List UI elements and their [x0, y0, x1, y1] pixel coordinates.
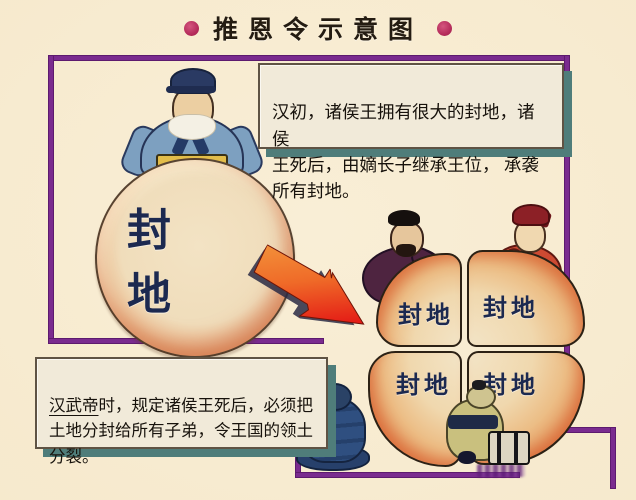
title-right-dot-icon: [437, 20, 452, 36]
king-hat-brim: [166, 86, 216, 93]
frame-right-line: [564, 55, 570, 433]
split-arrow-icon: [243, 233, 380, 350]
treasure-box: [488, 431, 530, 465]
note-han-wudi-text: 时，规定诸侯王死后，必须把 土地分封给所有子弟，令王国的领土 分裂。: [49, 395, 313, 466]
heir-red-hat: [512, 204, 550, 226]
watermark-artifact: [477, 464, 525, 477]
heir-yellow-topknot: [472, 380, 486, 390]
page-title-row: 推恩令示意图: [0, 10, 636, 46]
frame-top-line: [48, 55, 570, 61]
fief-piece-label: 封地: [396, 372, 452, 399]
king-beard: [168, 114, 216, 140]
frame-left-line: [48, 55, 54, 344]
page-title: 推恩令示意图: [212, 17, 423, 44]
big-fief-label: 封 地: [127, 206, 201, 319]
note-han-early-text: 汉初，诸侯王拥有很大的封地，诸侯 王死后，由嫡长子继承王位， 承袭 所有封地。: [272, 102, 539, 201]
frame-step-vertical: [610, 427, 616, 489]
fief-piece-label: 封地: [398, 302, 454, 329]
note-han-early: 汉初，诸侯王拥有很大的封地，诸侯 王死后，由嫡长子继承王位， 承袭 所有封地。: [258, 63, 564, 201]
heir-yellow-foot: [458, 451, 476, 464]
vassal-king-figure: [117, 62, 267, 180]
heir-figure-yellow-back: [432, 380, 530, 475]
heir-elder-hat: [388, 210, 420, 226]
note-han-wudi: 汉武帝时，规定诸侯王死后，必须把 土地分封给所有子弟，令王国的领土 分裂。: [35, 357, 328, 466]
heir-yellow-belt: [448, 415, 498, 429]
fief-piece-label: 封地: [483, 295, 539, 322]
frame-step-horizontal: [564, 427, 616, 433]
title-left-dot-icon: [183, 20, 199, 36]
heir-elder-beard: [396, 244, 416, 257]
note-han-wudi-underlined: 汉武帝: [49, 395, 99, 415]
frame-lower-horizontal: [295, 472, 520, 478]
